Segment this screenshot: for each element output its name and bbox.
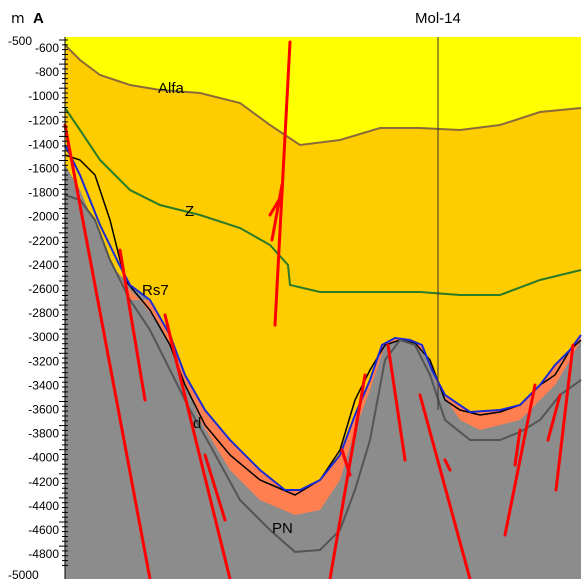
fault-5 xyxy=(270,183,284,242)
fault-15 xyxy=(546,393,562,442)
axis-tick-label: -4800 xyxy=(28,547,59,561)
faults xyxy=(63,40,575,579)
well-name-label: Mol-14 xyxy=(415,10,461,27)
axis-tick-label: -3600 xyxy=(28,403,59,417)
axis-labels: -600 -800 -1000 -1200 -1400 -1600 -1800 -2000 -2… xyxy=(28,41,59,561)
axis-tick-label: -2600 xyxy=(28,282,59,296)
upper-unit-fill xyxy=(65,37,581,145)
axis-tick-label: -600 xyxy=(35,41,59,55)
fault-2 xyxy=(118,248,147,402)
rs7-horizon-line xyxy=(64,144,582,491)
axis-label-bottom: -5000 xyxy=(8,568,39,579)
fault-6 xyxy=(268,193,284,217)
axis-tick-label: -1000 xyxy=(28,89,59,103)
horizon-label-rs7: Rs7 xyxy=(142,282,169,299)
axis-tick-label: -1200 xyxy=(28,113,59,127)
depth-axis-ticks xyxy=(59,39,68,566)
axis-tick-label: -3800 xyxy=(28,427,59,441)
d-horizon-line xyxy=(64,154,582,496)
fault-14 xyxy=(503,383,537,537)
axis-tick-label: -4200 xyxy=(28,475,59,489)
axis-tick-label: -3000 xyxy=(28,330,59,344)
fault-10 xyxy=(386,343,407,462)
axis-label-top: -500 xyxy=(8,34,32,48)
basement-surface xyxy=(65,195,581,579)
horizon-label-pn: PN xyxy=(272,520,293,537)
fault-12 xyxy=(443,458,452,472)
axis-tick-label: -3200 xyxy=(28,354,59,368)
middle-unit-fill xyxy=(65,45,581,490)
section-start-label: A xyxy=(33,10,44,27)
fault-16 xyxy=(554,343,575,492)
fault-13 xyxy=(513,428,522,467)
axis-tick-label: -4400 xyxy=(28,499,59,513)
axis-tick-label: -1800 xyxy=(28,186,59,200)
fault-7 xyxy=(203,453,227,522)
fault-1 xyxy=(63,123,152,579)
axis-tick-label: -2200 xyxy=(28,234,59,248)
basement-outline xyxy=(64,194,582,554)
fault-11 xyxy=(418,393,472,579)
axis-tick-label: -2400 xyxy=(28,258,59,272)
axis-tick-label: -1600 xyxy=(28,162,59,176)
horizon-label-d: d xyxy=(193,415,201,432)
z-horizon-line xyxy=(64,107,582,296)
fault-3 xyxy=(163,313,232,579)
axis-tick-label: -2800 xyxy=(28,306,59,320)
fault-9 xyxy=(340,448,352,477)
axis-tick-label: -800 xyxy=(35,65,59,79)
axis-tick-label: -2000 xyxy=(28,210,59,224)
fault-8 xyxy=(328,373,367,579)
axis-tick-label: -3400 xyxy=(28,378,59,392)
depth-unit-label: m xyxy=(11,11,25,27)
axis-tick-label: -4000 xyxy=(28,451,59,465)
horizon-label-z: Z xyxy=(185,203,194,220)
fault-4 xyxy=(273,40,292,327)
axis-tick-label: -1400 xyxy=(28,137,59,151)
horizon-label-alfa: Alfa xyxy=(158,80,185,97)
axis-tick-label: -4600 xyxy=(28,523,59,537)
